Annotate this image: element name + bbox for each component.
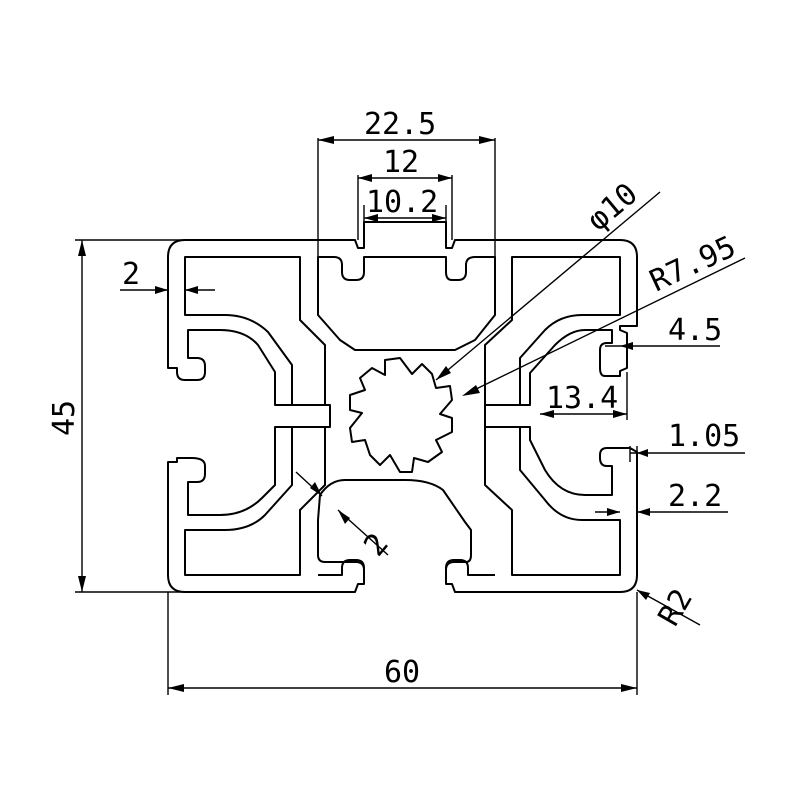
label-r-2: R2 (652, 583, 700, 632)
label-12: 12 (383, 145, 419, 180)
dim-2-2: 2.2 (595, 479, 728, 516)
label-22-5: 22.5 (364, 107, 436, 142)
dim-slot-4-5: 4.5 (605, 313, 722, 350)
dim-13-4: 13.4 (540, 372, 628, 420)
label-2-left: 2 (122, 257, 140, 292)
dim-width-22-5: 22.5 (317, 107, 496, 257)
cavity-upper-left (184, 256, 326, 406)
label-13-4: 13.4 (546, 381, 618, 416)
outer-boundary (167, 221, 638, 593)
label-dia-10: φ10 (581, 176, 645, 238)
cavity-lower-right (484, 426, 621, 576)
label-60: 60 (384, 655, 420, 690)
dim-width-10-2: 10.2 (363, 185, 447, 222)
label-r-7-95: R7.95 (645, 229, 742, 299)
dim-height-45: 45 (47, 239, 185, 593)
label-2-2: 2.2 (668, 479, 722, 514)
dim-1-05: 1.05 (629, 419, 745, 462)
label-4-5: 4.5 (668, 313, 722, 348)
cavity-upper-right (484, 256, 621, 406)
dim-web-2: 2 (295, 471, 396, 563)
dim-wall-left-2: 2 (120, 257, 215, 294)
label-45: 45 (47, 400, 82, 436)
label-10-2: 10.2 (366, 185, 438, 220)
profile-outline (167, 221, 638, 593)
bottom-slot-inner (318, 559, 495, 576)
top-slot-inner (317, 256, 496, 351)
dim-radius-2: R2 (636, 583, 701, 632)
dim-width-12: 12 (357, 145, 453, 240)
center-bore (349, 357, 453, 473)
label-1-05: 1.05 (668, 419, 740, 454)
cavity-lower-left (184, 426, 326, 576)
label-2-web: 2 (357, 527, 395, 563)
dim-width-60: 60 (167, 592, 638, 695)
